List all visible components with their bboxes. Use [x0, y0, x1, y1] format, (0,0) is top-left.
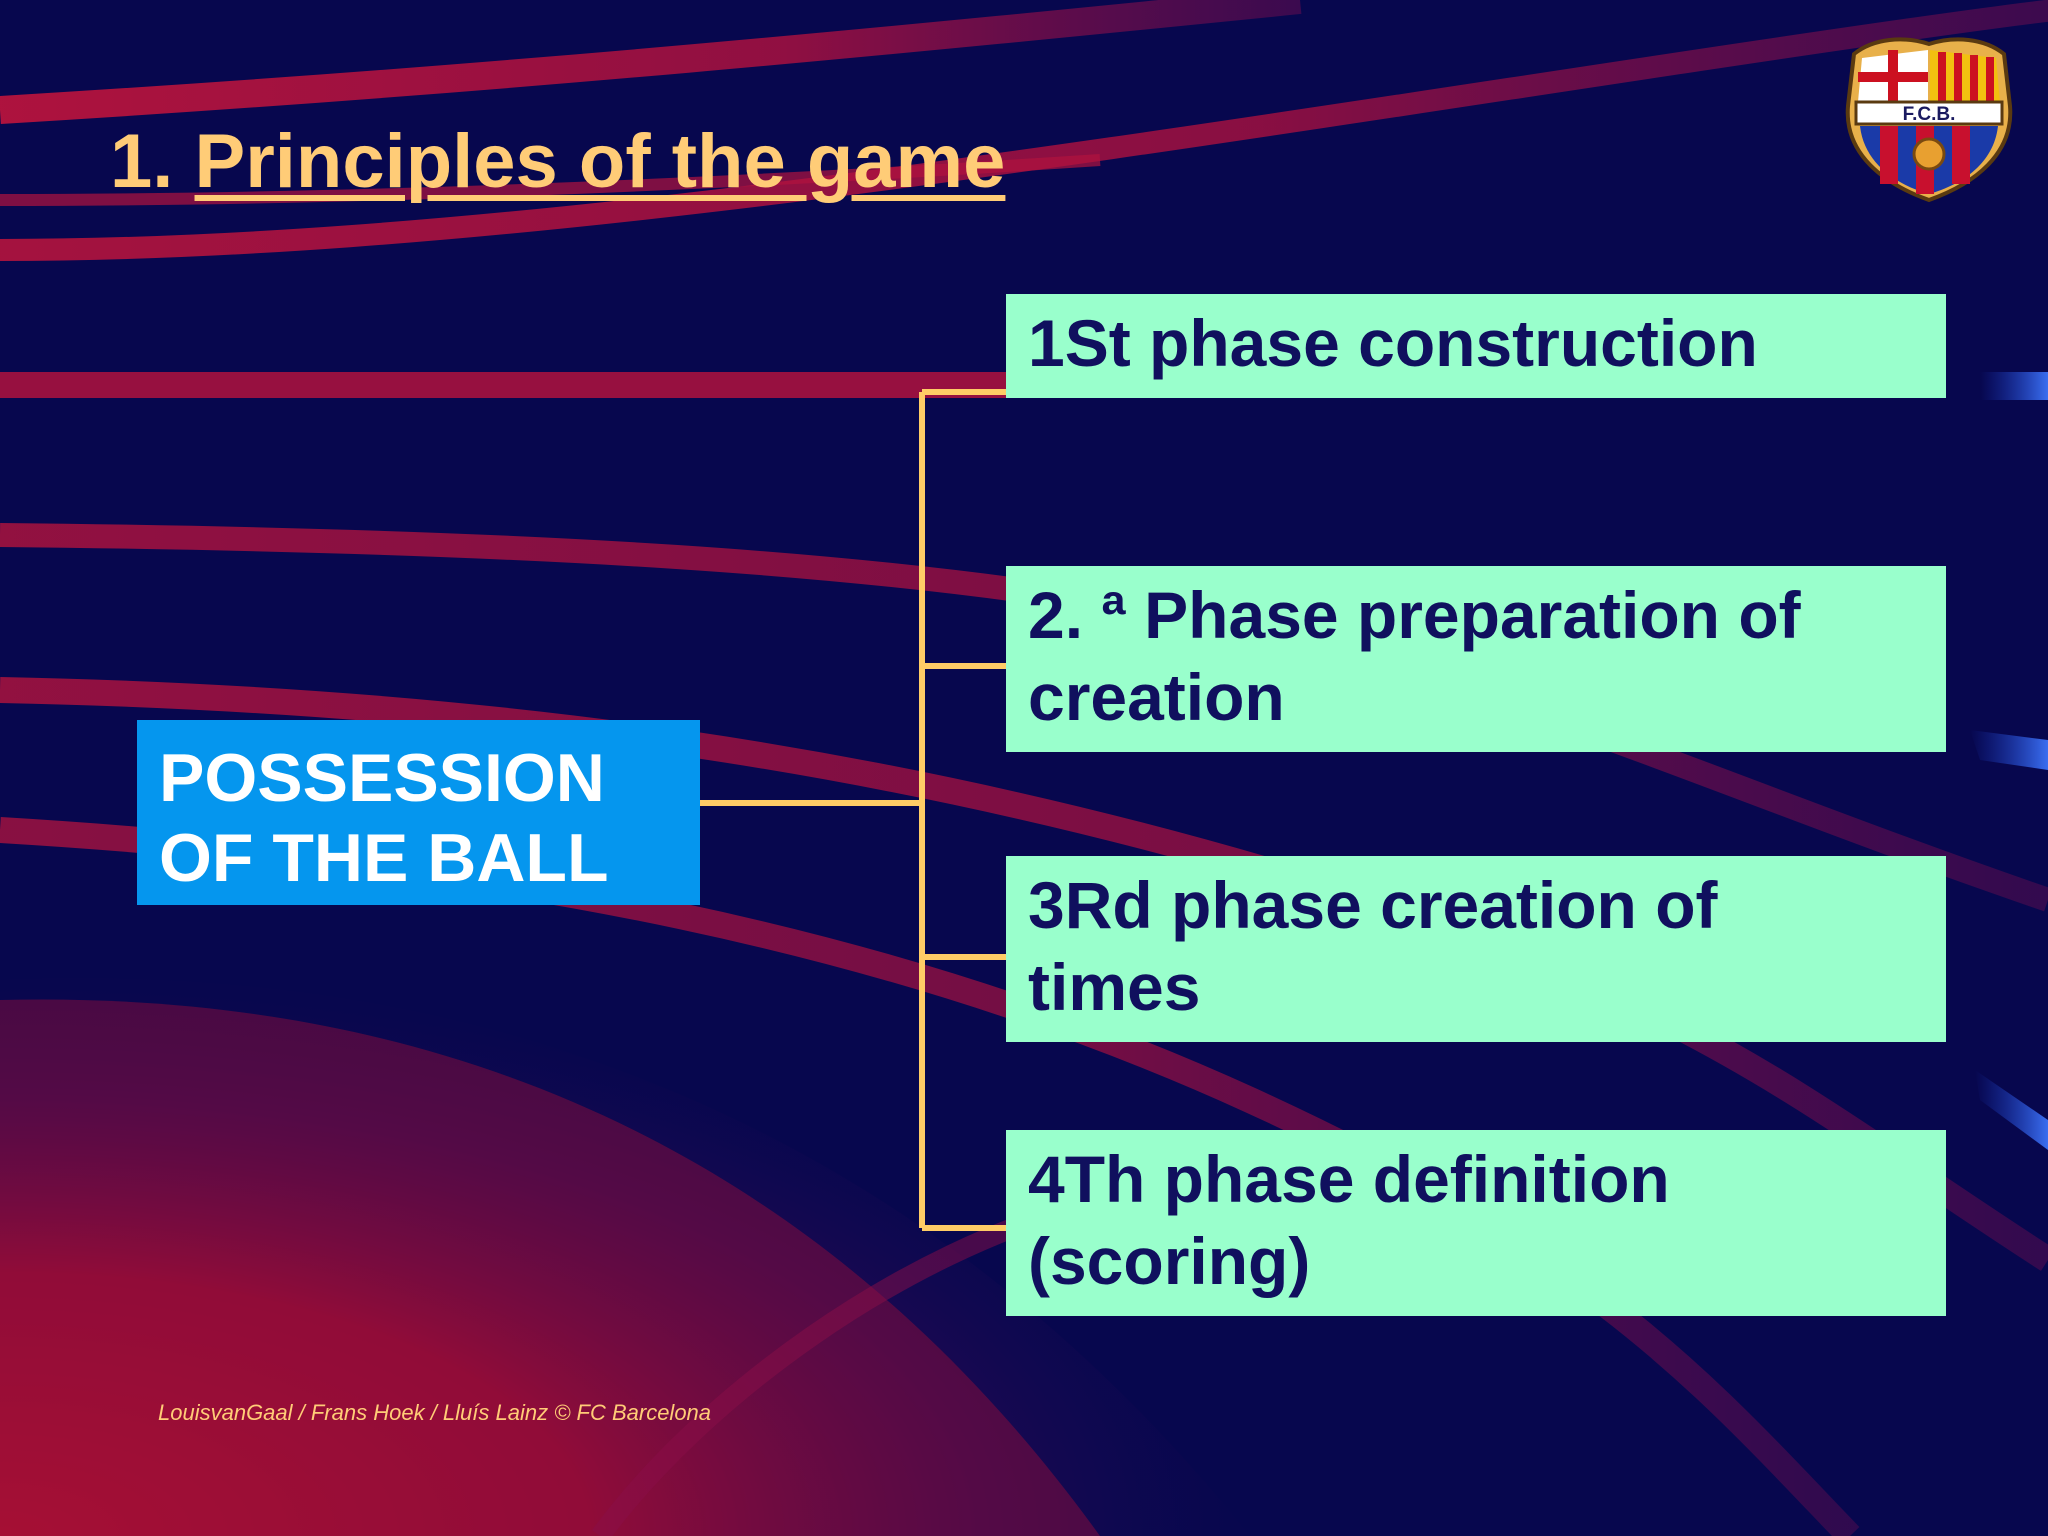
slide-title: 1. Principles of the game	[110, 118, 1005, 205]
logo-text: F.C.B.	[1903, 104, 1956, 125]
phase-node-line: 2. ª Phase preparation of	[1028, 578, 1801, 652]
bg-stripe	[0, 0, 2048, 261]
phase-node-line: (scoring)	[1028, 1224, 1311, 1298]
diagram-connectors	[700, 389, 1006, 1231]
root-node-possession: POSSESSION OF THE BALL	[137, 720, 700, 905]
root-node-line: OF THE BALL	[159, 820, 609, 896]
phase-node-preparation: 2. ª Phase preparation of creation	[1006, 566, 1946, 752]
phase-node-definition: 4Th phase definition (scoring)	[1006, 1130, 1946, 1316]
title-number: 1.	[110, 119, 174, 204]
bg-stripe	[0, 0, 1302, 124]
footer-credits: LouisvanGaal / Frans Hoek / Lluís Lainz …	[158, 1400, 712, 1425]
fcb-crest-icon: F.C.B.	[1845, 37, 2013, 203]
phase-node-line: 1St phase construction	[1028, 306, 1758, 380]
phase-node-construction: 1St phase construction	[1006, 294, 1946, 398]
bg-stripe	[0, 154, 1101, 206]
phase-node-line: 4Th phase definition	[1028, 1142, 1670, 1216]
phase-node-line: creation	[1028, 660, 1285, 734]
phase-node-line: times	[1028, 950, 1201, 1024]
bg-red-sweep	[0, 978, 1250, 1536]
title-text: Principles of the game	[194, 119, 1006, 204]
root-node-line: POSSESSION	[159, 740, 605, 816]
phase-node-line: 3Rd phase creation of	[1028, 868, 1718, 942]
phase-node-creation: 3Rd phase creation of times	[1006, 856, 1946, 1042]
